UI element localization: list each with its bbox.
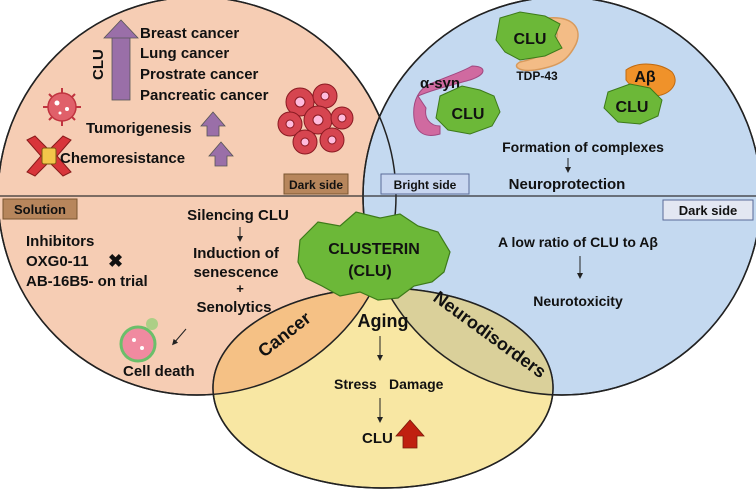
- clu-shape-left: [435, 85, 501, 135]
- tumor-cluster-icon: [277, 83, 354, 155]
- svg-text:Bright side: Bright side: [394, 178, 457, 192]
- cancer-type-breast: Breast cancer: [140, 25, 239, 42]
- solution-label: Solution: [2, 198, 78, 220]
- tumorigenesis-up-arrow-icon: [200, 111, 226, 137]
- aging-label: Aging: [358, 311, 409, 331]
- senescence-label: senescence: [193, 264, 278, 281]
- cancer-type-pancreatic: Pancreatic cancer: [140, 87, 269, 104]
- inhibitor-oxg: OXG0-11: [26, 253, 89, 270]
- inhibitors-label: Inhibitors: [26, 233, 94, 250]
- cancer-clu-label: CLU: [90, 49, 107, 80]
- clusterin-subtitle: (CLU): [348, 263, 392, 280]
- silencing-clu-label: Silencing CLU: [187, 207, 289, 224]
- tdp43-label: TDP-43: [516, 69, 558, 83]
- alpha-syn-label: α-syn: [420, 75, 460, 92]
- svg-text:Solution: Solution: [14, 202, 66, 217]
- cancer-dark-side-label: Dark side: [283, 173, 349, 195]
- ratio-label: A low ratio of CLU to Aβ: [498, 234, 658, 250]
- drug-block-icon: [26, 135, 72, 177]
- cancer-type-lung: Lung cancer: [140, 45, 229, 62]
- chemoresistance-label: Chemoresistance: [60, 150, 185, 167]
- clu-right-label: CLU: [616, 99, 649, 116]
- clusterin-title: CLUSTERIN: [328, 241, 420, 258]
- cell-death-label: Cell death: [123, 363, 195, 380]
- bright-side-label: Bright side: [380, 173, 470, 195]
- abeta-label: Aβ: [634, 69, 656, 86]
- clu-top-label: CLU: [514, 31, 547, 48]
- inhibitor-cross-icon: ✖: [108, 251, 123, 271]
- alpha-syn-shape: [413, 65, 484, 136]
- clu-left-label: CLU: [452, 106, 485, 123]
- clusterin-shape: [297, 211, 451, 301]
- svg-text:Dark side: Dark side: [679, 203, 738, 218]
- svg-text:Dark side: Dark side: [289, 178, 343, 192]
- tumorigenesis-label: Tumorigenesis: [86, 120, 192, 137]
- neuroprotection-label: Neuroprotection: [509, 176, 626, 193]
- stress-label: Stress: [334, 376, 377, 392]
- aging-clu-label: CLU: [362, 430, 393, 447]
- cancer-type-prostrate: Prostrate cancer: [140, 66, 259, 83]
- inhibitor-ab16b5: AB-16B5- on trial: [26, 273, 148, 290]
- damage-label: Damage: [389, 376, 444, 392]
- clu-shape-right: [603, 83, 663, 125]
- aging-red-up-arrow-icon: [395, 419, 425, 449]
- tdp43-shape: [515, 17, 579, 72]
- senolytics-label: Senolytics: [196, 299, 271, 316]
- induction-of-label: Induction of: [193, 245, 280, 262]
- clu-up-arrow-icon: [103, 19, 139, 101]
- neurotoxicity-label: Neurotoxicity: [533, 293, 623, 309]
- neuro-dark-side-label: Dark side: [662, 199, 754, 221]
- virus-icon: [43, 88, 81, 126]
- chemoresistance-up-arrow-icon: [208, 141, 234, 167]
- plus-label: +: [236, 281, 244, 296]
- dead-cell-icon: [119, 318, 158, 363]
- senolytics-arrow: [172, 328, 187, 346]
- clu-shape-top: [495, 11, 563, 61]
- formation-label: Formation of complexes: [502, 139, 664, 155]
